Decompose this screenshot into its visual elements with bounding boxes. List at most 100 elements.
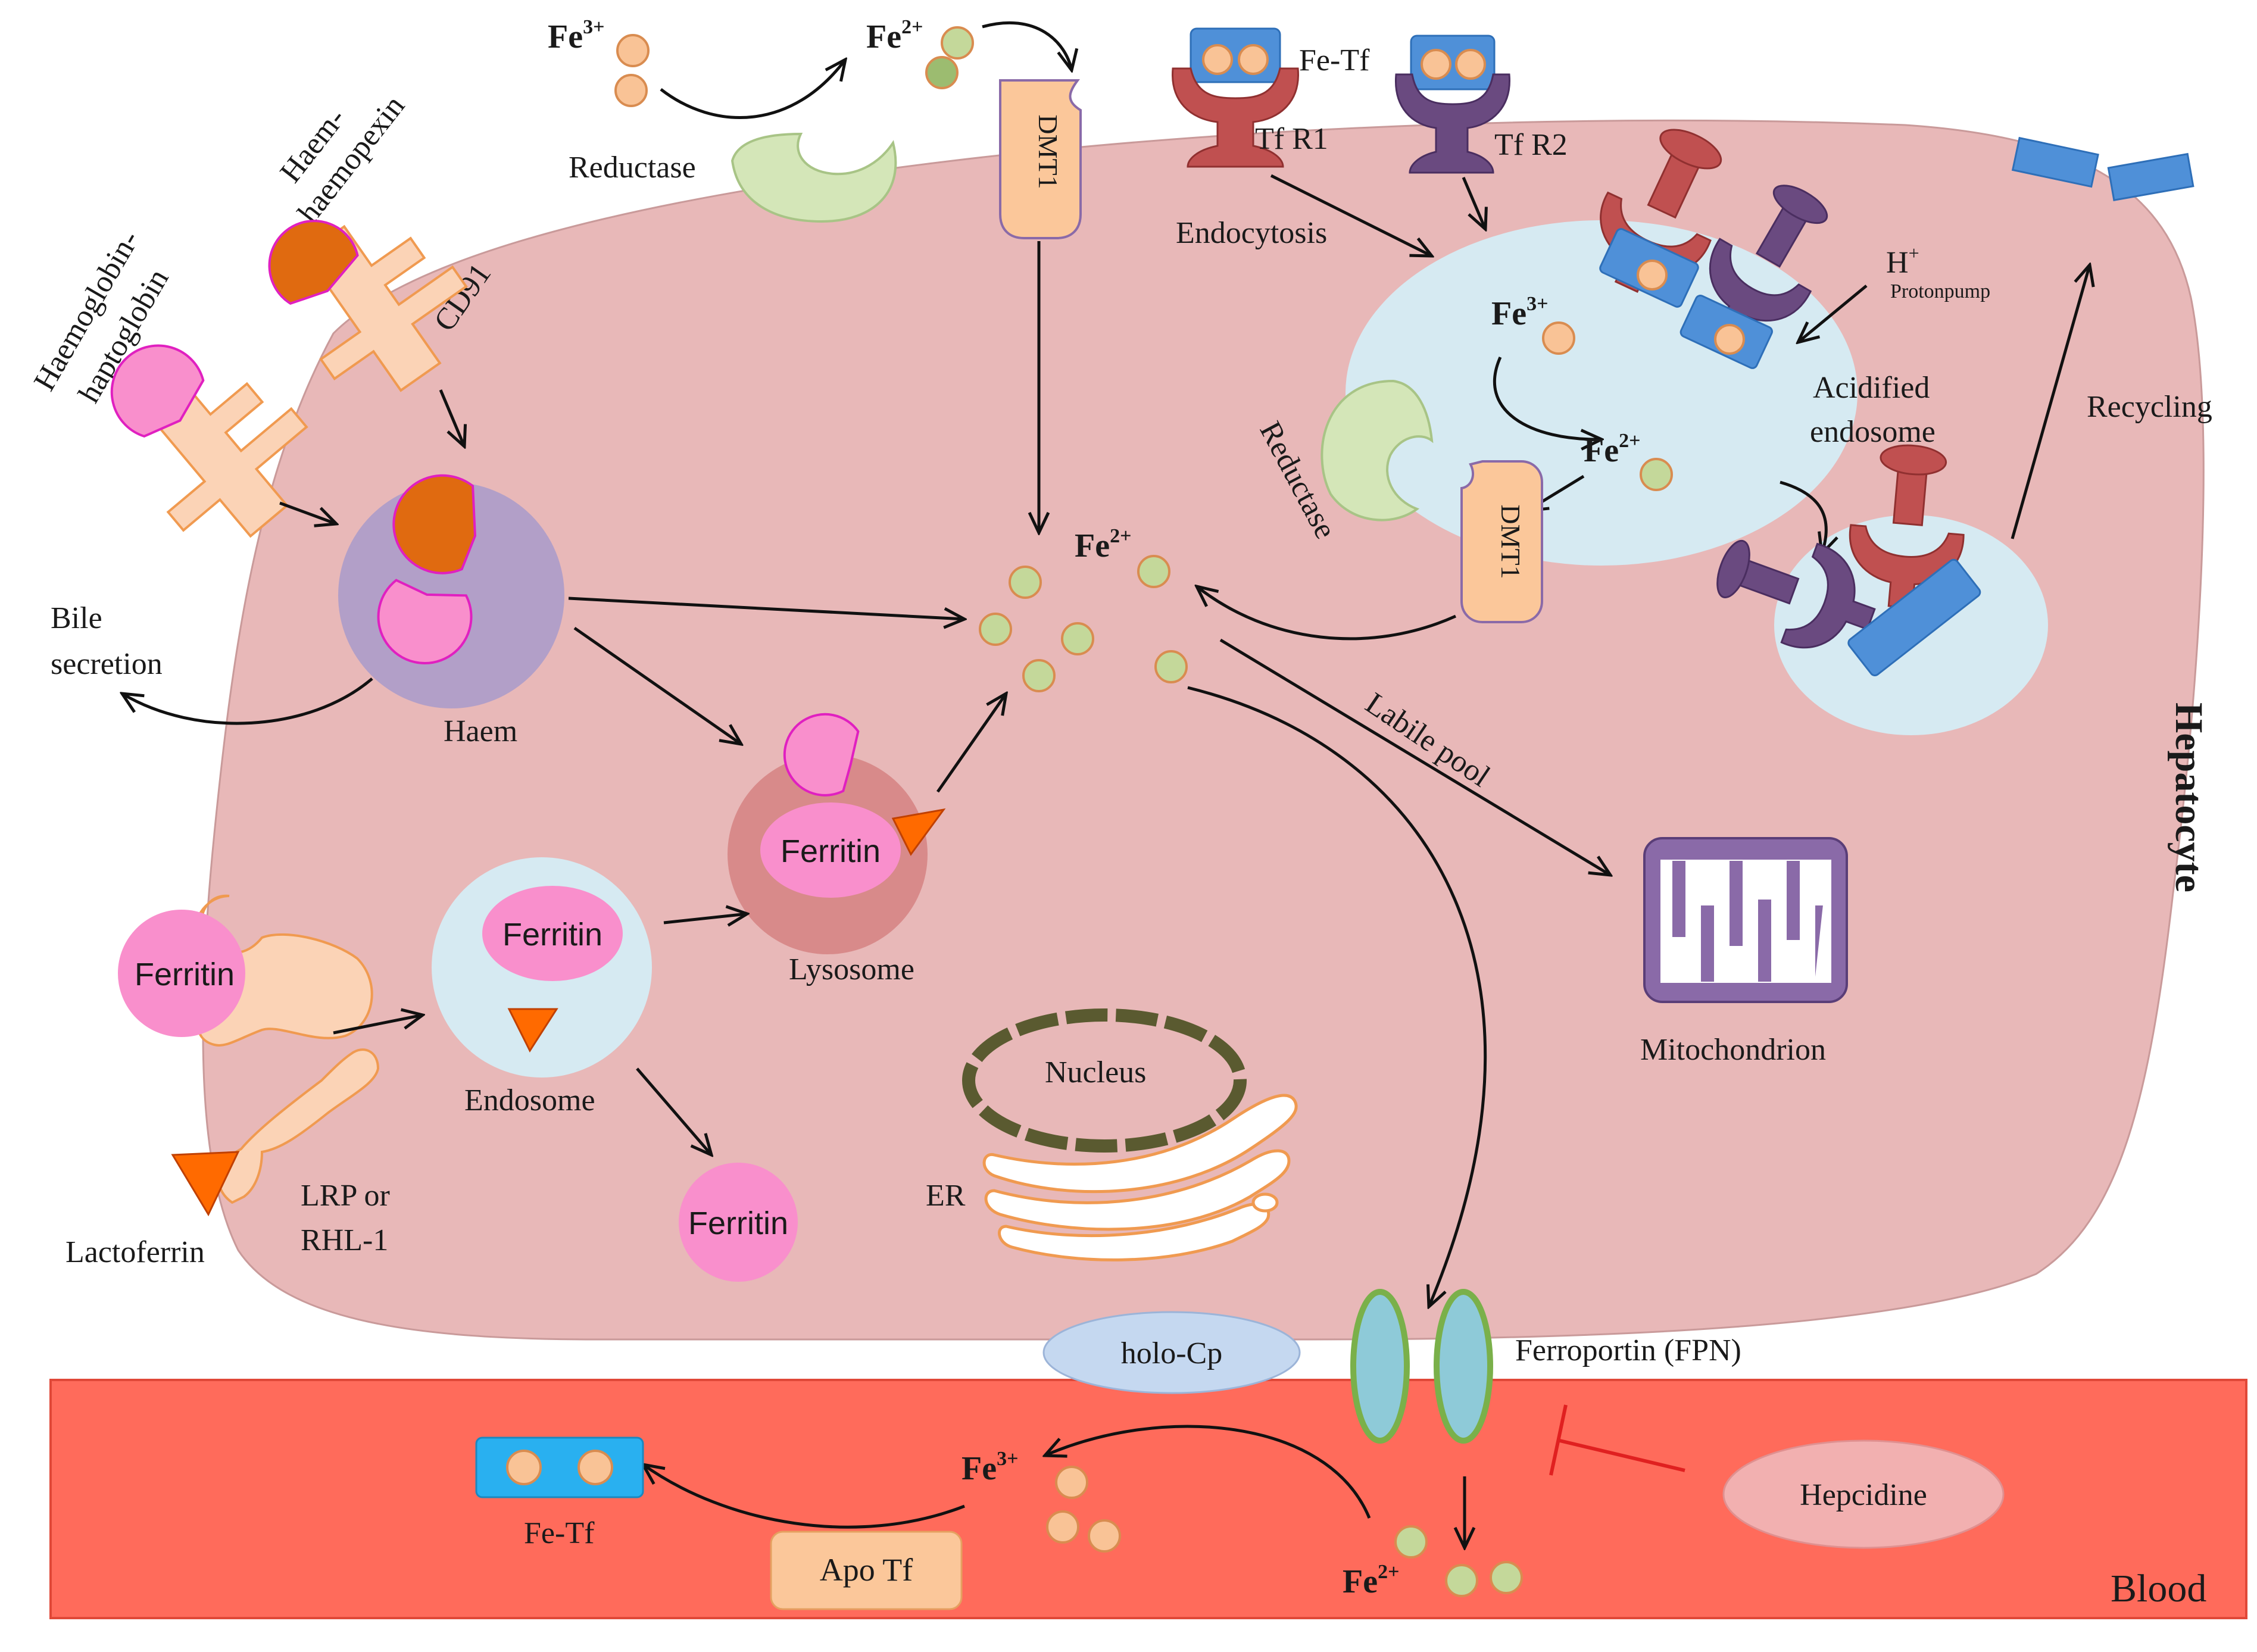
lrp-label-1: LRP or	[301, 1179, 390, 1213]
fe3-endosome-label: Fe3+	[1491, 293, 1548, 332]
fe3-ion	[1637, 260, 1668, 291]
fe3-ion	[1542, 321, 1575, 355]
haem-to-pool-arrow	[568, 597, 964, 619]
dmt1-top-transporter	[999, 79, 1082, 239]
fe2-ion	[1445, 1564, 1478, 1597]
lrp-receptor	[217, 1048, 380, 1204]
fe2-ion	[1061, 622, 1094, 655]
fe2-ion	[1009, 566, 1042, 599]
hepcidine-label: Hepcidine	[1800, 1478, 1927, 1512]
reductase-top-label: Reductase	[569, 151, 696, 185]
fe2-pool-label: Fe2+	[1075, 525, 1131, 564]
lysosome-ferritin	[760, 802, 901, 898]
lysosome-ferritin-label: Ferritin	[781, 833, 881, 869]
acidified-endosome-label-2: endosome	[1810, 415, 1936, 449]
fe2-ion	[941, 26, 974, 60]
acidified-endosome-label-1: Acidified	[1813, 371, 1930, 405]
transferrin-binding-arrow	[643, 1464, 965, 1529]
haemoglobin-haptoglobin-complex	[110, 344, 205, 438]
fe-tf-blood-complex	[475, 1436, 644, 1498]
fe2-endosome-label: Fe2+	[1584, 430, 1640, 469]
hepcidine	[1722, 1439, 2005, 1549]
haem-in-vesicle-pink	[377, 579, 473, 665]
lysosome-label: Lysosome	[789, 953, 914, 986]
haemoglobin-receptor	[141, 376, 308, 538]
fe3-ion	[1202, 44, 1233, 75]
apo-tf-fragment	[2011, 136, 2099, 188]
haem-label: Haem	[444, 714, 517, 748]
ferroportin-channel	[1434, 1289, 1493, 1444]
endosome-label: Endosome	[464, 1083, 595, 1117]
endocytosis-arrow-r1	[1270, 174, 1432, 256]
lrp-label-2: RHL-1	[301, 1223, 388, 1257]
fe3-ion	[1714, 324, 1745, 355]
dmt1-entry-arrow	[982, 21, 1072, 70]
proton-pump-arrow	[1798, 285, 1868, 342]
tfr1-label: Tf R1	[1255, 122, 1328, 156]
fe3-ion	[506, 1450, 542, 1485]
recycling-transferrin	[1847, 558, 1981, 677]
tfr2-label: Tf R2	[1494, 128, 1568, 162]
fe3-top-label: Fe3+	[548, 16, 604, 55]
lysosome-haem	[783, 713, 860, 797]
haem-to-lysosome-arrow	[573, 626, 741, 744]
holo-cp-label: holo-Cp	[1121, 1336, 1222, 1370]
cd91-to-haem-arrow	[439, 389, 464, 446]
endosome-ferritin	[482, 886, 623, 981]
er-label: ER	[926, 1179, 966, 1213]
h-plus-label: H+	[1886, 242, 1919, 280]
ferroportin-channel	[1350, 1289, 1410, 1444]
haptoglobin-to-haem-arrow	[279, 501, 336, 524]
holo-cp	[1042, 1311, 1301, 1394]
recycling-label: Recycling	[2087, 390, 2212, 424]
fe3-ion	[1055, 1466, 1088, 1499]
fe2-ion	[1137, 555, 1170, 588]
lactoferrin-molecule	[171, 1151, 240, 1217]
ferritin-bound	[118, 910, 245, 1037]
fe2-ion	[1490, 1561, 1523, 1594]
fe-tf-blood-label: Fe-Tf	[524, 1516, 595, 1550]
recycling-tfr1-complex	[1849, 444, 1965, 610]
ferritin-free	[679, 1163, 798, 1282]
endosome-to-lysosome-arrow	[663, 914, 747, 923]
apo-tf-fragment	[2107, 152, 2194, 201]
reductase-top-enzyme	[731, 132, 897, 223]
blood-label: Blood	[2111, 1567, 2206, 1610]
pool-to-ferroportin-arrow	[1187, 686, 1487, 1307]
lactoferrin-label: Lactoferrin	[65, 1235, 205, 1269]
dmt1-top-label: DMT1	[1033, 114, 1063, 189]
mitochondrion-label: Mitochondrion	[1640, 1033, 1826, 1067]
recycling-tfr2-complex	[1716, 539, 1876, 649]
fe3-blood-label: Fe3+	[962, 1448, 1018, 1487]
lysosome-lactoferrin	[891, 808, 946, 856]
apo-tf-label: Apo Tf	[820, 1552, 913, 1588]
ferritin-free-label: Ferritin	[688, 1206, 788, 1241]
fe3-ion	[616, 34, 650, 67]
fe2-ion	[979, 613, 1012, 646]
fe3-ion	[577, 1450, 613, 1485]
fe3-ion	[1421, 49, 1451, 80]
fe-tf-top-label: Fe-Tf	[1299, 43, 1370, 77]
bile-label-2: secretion	[51, 647, 163, 681]
fe2-ion	[1394, 1525, 1428, 1559]
lysosome-to-pool-arrow	[936, 694, 1006, 793]
mitochondrion-cristae	[1660, 860, 1831, 983]
haem-haemopexin-complex	[268, 220, 359, 305]
endocytosis-label: Endocytosis	[1176, 216, 1327, 250]
endosome-to-ferritin-arrow	[636, 1067, 711, 1155]
fe2-top-label: Fe2+	[866, 16, 923, 55]
dmt1-endosome-transporter	[1460, 460, 1543, 623]
ferroportin-label: Ferroportin (FPN)	[1515, 1334, 1741, 1367]
labile-pool-to-mitochondrion-arrow	[1219, 638, 1610, 875]
to-recycling-arrow	[1780, 480, 1826, 554]
reductase-endosome-enzyme	[1321, 379, 1434, 521]
tfr1-receptor	[1172, 67, 1299, 168]
fe2-ion	[925, 56, 959, 89]
hepcidin-inhibition-line	[1559, 1439, 1685, 1472]
endoplasmic-reticulum	[982, 1094, 1298, 1261]
fe2-ion	[1154, 650, 1188, 683]
endosome-ferritin-label: Ferritin	[502, 917, 603, 953]
endocytosis-arrow-r2	[1462, 177, 1485, 229]
apo-tf	[770, 1531, 963, 1610]
